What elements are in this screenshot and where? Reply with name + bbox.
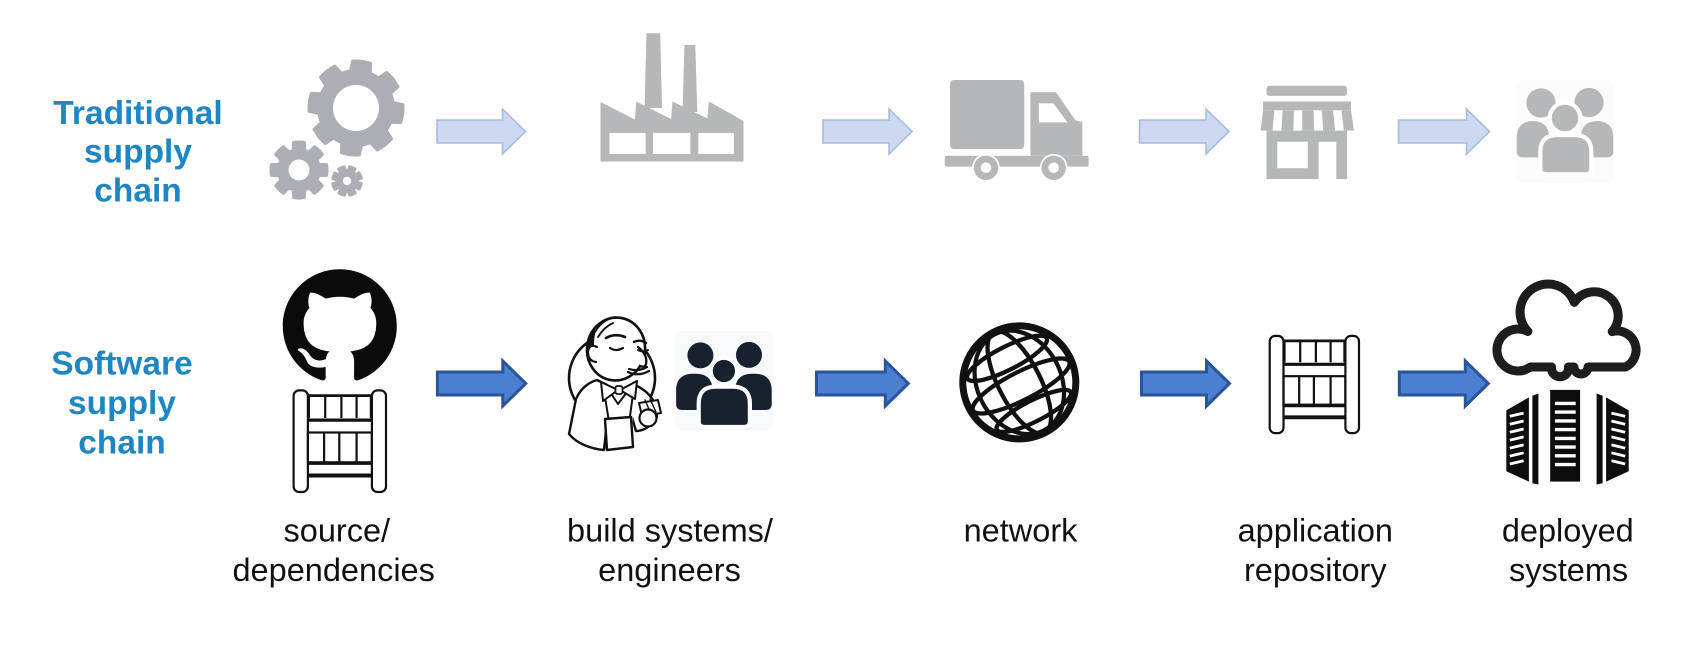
svg-text:network: network	[964, 512, 1079, 548]
svg-text:Software: Software	[51, 346, 192, 383]
svg-text:chain: chain	[94, 173, 182, 210]
svg-text:systems: systems	[1509, 552, 1628, 588]
svg-text:dependencies: dependencies	[232, 552, 434, 588]
svg-text:Traditional: Traditional	[53, 95, 222, 132]
svg-text:source/: source/	[284, 512, 392, 548]
svg-text:application: application	[1238, 512, 1393, 548]
svg-text:supply: supply	[84, 134, 192, 171]
svg-text:chain: chain	[78, 424, 166, 461]
svg-text:build systems/: build systems/	[567, 512, 774, 548]
svg-text:engineers: engineers	[598, 552, 741, 588]
svg-text:repository: repository	[1244, 552, 1387, 588]
svg-text:supply: supply	[68, 385, 176, 422]
svg-text:deployed: deployed	[1502, 512, 1634, 548]
